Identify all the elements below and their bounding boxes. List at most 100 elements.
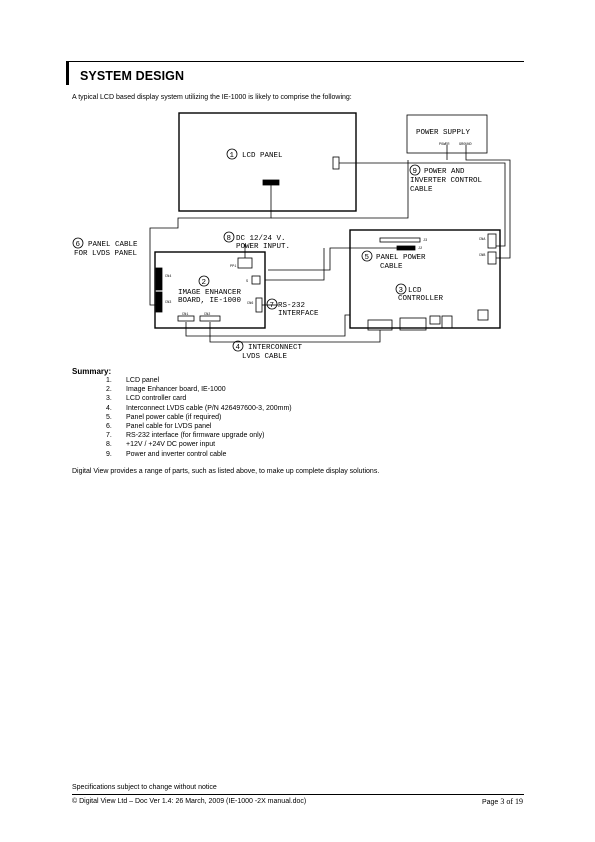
label-circle-9 [409,164,421,176]
header-rule [69,61,524,62]
page-number: Page 3 of 19 [482,797,523,806]
ie-cn1 [177,315,195,322]
footer-rule [72,794,524,795]
list-item: 7. RS-232 interface (for firmware upgrade… [106,431,292,440]
controller-j3 [379,237,421,243]
ie-cn2 [199,315,221,322]
summary-list: 1.LCD panel 2. Image Enhancer board, IE-1… [106,376,292,459]
controller-board [349,229,501,329]
list-item-num: 8. [106,441,112,449]
of-word: of [506,797,513,806]
list-item: 9. Power and inverter control cable [106,450,292,459]
page-title: SYSTEM DESIGN [80,69,185,83]
ppc-label-1: PANEL POWER [376,254,426,262]
label-circle-2 [198,275,210,287]
num-8: 8 [227,235,232,243]
list-item-num: 4. [106,404,112,412]
cable-power-inverter [339,162,506,247]
num-6: 6 [76,241,81,249]
cable-lvds-interconnect [185,314,350,337]
conn-j3-label: J3 [423,239,427,243]
ie-cn6 [255,297,263,313]
num-5: 5 [365,254,370,262]
list-item: 2. Image Enhancer board, IE-1000 [106,385,292,394]
cable-panel-power-2 [265,248,325,281]
label-circle-8 [223,231,235,243]
controller-cnb [487,251,497,265]
list-item: 8.+12V / +24V DC power input [106,440,292,449]
summary-title: Summary: [72,367,112,376]
list-item-num: 3. [106,395,112,403]
list-item-text: LCD controller card [126,395,187,403]
conn-pp1-label: PP1 [230,265,236,269]
conn-cn1-label: CN1 [182,313,188,317]
label-circle-1 [226,148,238,160]
page-total: 19 [515,797,523,806]
lcd-panel-box [178,112,357,212]
list-item: 1.LCD panel [106,376,292,385]
list-item-num: 6. [106,423,112,431]
label-circle-7 [266,298,278,310]
psu-label: POWER SUPPLY [416,129,471,137]
rs-label-2: INTERFACE [278,310,319,318]
pc-label-1: PANEL CABLE [88,241,138,249]
controller-port-5 [477,309,489,321]
label-circle-5 [361,250,373,262]
page-current: 3 [500,797,505,806]
ie-cn3 [155,291,163,313]
ie-label-2: BOARD, IE-1000 [178,297,242,305]
list-item-text: Power and inverter control cable [126,450,227,458]
conn-cn6-label: CN6 [247,302,253,306]
controller-port-3 [429,315,441,325]
cable-lvds-interconnect-2 [209,322,381,343]
ie-pp1 [237,257,253,269]
list-item-text: RS-232 interface (for firmware upgrade o… [126,432,265,440]
psu-ground-label: GROUND [459,143,472,147]
conn-s-label: S [246,280,248,284]
lvds-label-2: LVDS CABLE [242,353,288,361]
num-1: 1 [230,152,235,160]
list-item-text: Image Enhancer board, IE-1000 [126,386,226,394]
list-item-num: 1. [106,377,112,384]
conn-j2-label: J2 [418,247,422,251]
num-3: 3 [399,287,404,295]
lcd-panel-side-connector [332,156,340,170]
dc-label-1: DC 12/24 V. [236,235,286,243]
rs-label-1: RS-232 [278,302,305,310]
ie-s [251,275,261,285]
num-9: 9 [413,168,418,176]
list-item-num: 7. [106,432,112,440]
pic-label-3: CABLE [410,186,433,194]
conn-cn2-label: CN2 [204,313,210,317]
ctrl-label-1: LCD [408,287,422,295]
list-item-num: 2. [106,386,112,394]
psu-power-label: POWER [439,143,450,147]
num-7: 7 [270,302,275,310]
list-item: 3. LCD controller card [106,394,292,403]
cable-psu-ground [465,145,511,259]
list-item: 5.Panel power cable (if required) [106,413,292,422]
list-item-text: Interconnect LVDS cable (P/N 426497600-3… [126,404,292,412]
controller-cna [487,233,497,249]
header-bar [66,61,69,85]
controller-port-4 [441,315,453,329]
pic-label-2: INVERTER CONTROL [410,177,483,185]
ie-label-1: IMAGE ENHANCER [178,289,242,297]
cable-panel-lvds-2 [271,160,409,219]
list-item-num: 9. [106,450,112,458]
ppc-label-2: CABLE [380,263,403,271]
lcd-panel-label: LCD PANEL [242,152,283,160]
list-item: 4. Interconnect LVDS cable (P/N 426497600… [106,404,292,413]
ctrl-label-2: CONTROLLER [398,295,444,303]
cable-panel-power [268,247,415,271]
lcd-panel-connector [262,179,280,186]
conn-cna-label: CNA [479,238,486,242]
label-circle-3 [395,283,407,295]
page-word: Page [481,799,499,806]
lvds-label-1: INTERCONNECT [248,344,303,352]
conn-cn4-label: CN4 [165,275,171,279]
list-item-num: 5. [106,413,112,421]
outro-text: Digital View provides a range of parts, … [72,468,380,475]
footer-spec: Specifications subject to change without… [72,784,217,791]
